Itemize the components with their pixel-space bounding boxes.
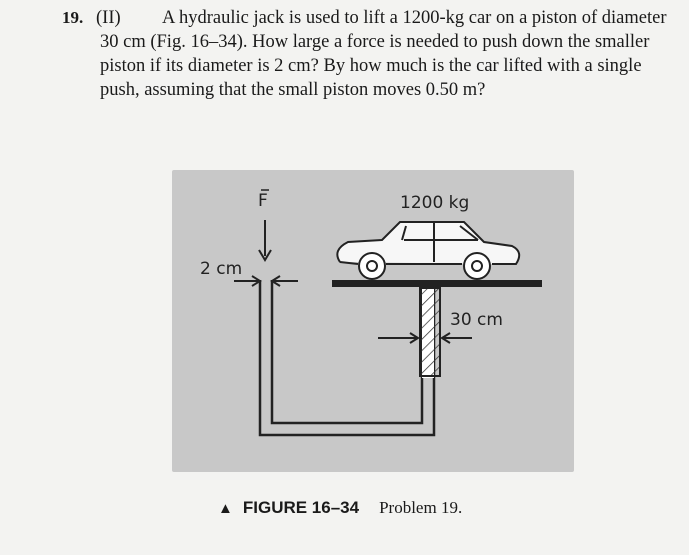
- triangle-icon: ▲: [218, 500, 233, 517]
- problem-number: 19.: [62, 8, 84, 27]
- small-diameter-label: 2 cm: [200, 259, 242, 279]
- problem-text: A hydraulic jack is used to lift a 1200-…: [100, 8, 667, 100]
- problem-statement: 19. (II) A hydraulic jack is used to lif…: [62, 6, 672, 102]
- figure-label: FIGURE 16–34: [242, 498, 360, 517]
- figure-panel: F 2 cm 30 cm 1200 kg: [172, 170, 574, 472]
- caption-problem-label: Problem 19.: [379, 498, 463, 517]
- tube-outer-wall: [258, 280, 436, 437]
- large-piston: [419, 287, 441, 377]
- figure-caption: ▲ FIGURE 16–34 Problem 19.: [218, 498, 462, 518]
- tube-inner-wall: [270, 280, 424, 425]
- car-drawing: [336, 221, 521, 280]
- mass-label: 1200 kg: [400, 193, 469, 213]
- large-diameter-label: 30 cm: [450, 310, 503, 330]
- difficulty-tag: (II): [96, 8, 121, 28]
- force-label: F: [258, 191, 268, 211]
- car-platform: [332, 280, 542, 287]
- hydraulic-jack-diagram: F 2 cm 30 cm 1200 kg: [200, 189, 542, 437]
